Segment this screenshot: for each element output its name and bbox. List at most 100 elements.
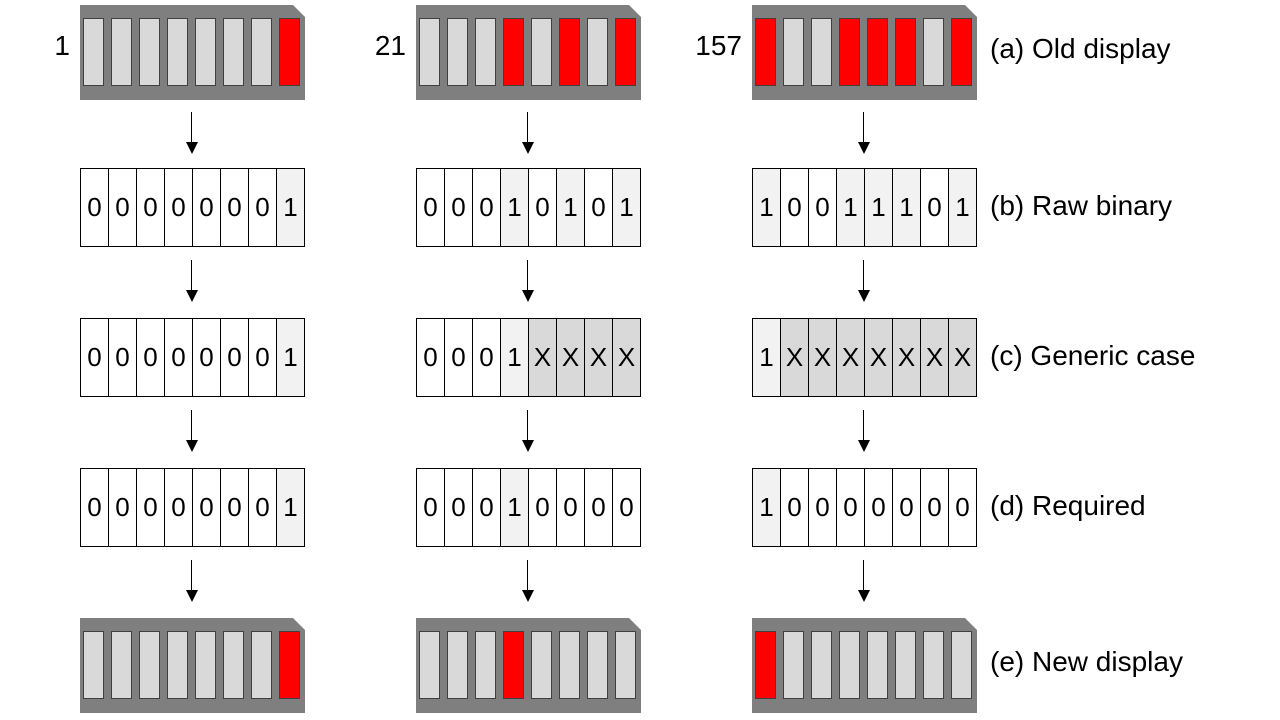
bit-cell: 1	[753, 169, 781, 246]
led-segment-off	[167, 631, 188, 699]
bit-cell: 1	[865, 169, 893, 246]
bit-cell: 1	[613, 169, 640, 246]
led-segment-off	[783, 18, 804, 86]
bit-cell: 0	[865, 469, 893, 546]
led-segment-off	[419, 631, 440, 699]
down-arrow-icon	[858, 410, 870, 454]
led-segment-off	[195, 631, 216, 699]
bit-cell: 0	[445, 169, 473, 246]
bit-cell: 0	[109, 319, 137, 396]
led-segment-on	[755, 18, 776, 86]
old-display-panel	[416, 5, 641, 100]
bit-cell: 0	[781, 169, 809, 246]
new-display-panel	[752, 618, 977, 713]
bit-cell: 0	[473, 169, 501, 246]
bit-cell: X	[613, 319, 640, 396]
down-arrow-icon	[522, 112, 534, 156]
down-arrow-icon	[186, 410, 198, 454]
bit-cell: 0	[109, 469, 137, 546]
bit-cell: X	[921, 319, 949, 396]
arrow-shaft	[863, 112, 864, 144]
arrow-head	[858, 142, 870, 154]
led-segment-off	[951, 631, 972, 699]
arrow-shaft	[527, 260, 528, 292]
led-segment-off	[167, 18, 188, 86]
arrow-shaft	[191, 410, 192, 442]
arrow-shaft	[527, 410, 528, 442]
led-segment-off	[251, 631, 272, 699]
bit-cell: 1	[277, 469, 304, 546]
bit-cell: 0	[557, 469, 585, 546]
led-segment-on	[503, 631, 524, 699]
arrow-head	[186, 290, 198, 302]
bit-cell: 0	[165, 319, 193, 396]
down-arrow-icon	[522, 260, 534, 304]
led-segment-on	[867, 18, 888, 86]
bit-cell: 1	[753, 469, 781, 546]
bit-cell: 0	[109, 169, 137, 246]
led-segment-off	[111, 631, 132, 699]
led-segment-on	[503, 18, 524, 86]
led-segment-on	[839, 18, 860, 86]
led-segment-off	[447, 631, 468, 699]
arrow-shaft	[191, 560, 192, 592]
arrow-shaft	[863, 260, 864, 292]
arrow-shaft	[527, 112, 528, 144]
bit-cell: 0	[585, 169, 613, 246]
bit-cell: 1	[753, 319, 781, 396]
bit-cell: 1	[277, 319, 304, 396]
bit-cell: 0	[473, 469, 501, 546]
bit-cell: X	[557, 319, 585, 396]
bit-cell: 0	[585, 469, 613, 546]
bit-cell: 1	[837, 169, 865, 246]
bit-cell: 0	[137, 169, 165, 246]
bit-cell: 0	[893, 469, 921, 546]
bit-cell: 0	[165, 169, 193, 246]
bit-cell: 1	[949, 169, 976, 246]
arrow-head	[858, 590, 870, 602]
row-label: (c) Generic case	[990, 340, 1196, 371]
bit-cell: 0	[921, 469, 949, 546]
led-segment-off	[447, 18, 468, 86]
decimal-value: 1	[54, 30, 70, 61]
bit-cell: 0	[81, 169, 109, 246]
arrow-head	[186, 590, 198, 602]
new-display-panel	[416, 618, 641, 713]
bit-cell: X	[949, 319, 976, 396]
led-segment-off	[223, 631, 244, 699]
bit-cell: 1	[501, 169, 529, 246]
down-arrow-icon	[186, 560, 198, 604]
led-segment-off	[475, 18, 496, 86]
bit-cell: 0	[193, 169, 221, 246]
arrow-shaft	[527, 560, 528, 592]
down-arrow-icon	[186, 112, 198, 156]
led-segment-off	[587, 18, 608, 86]
bit-cell: X	[529, 319, 557, 396]
led-segment-off	[83, 631, 104, 699]
led-segment-on	[615, 18, 636, 86]
new-display-panel	[80, 618, 305, 713]
bit-cell: 0	[613, 469, 640, 546]
bit-cell: 0	[445, 469, 473, 546]
bit-cell: 0	[921, 169, 949, 246]
led-segment-off	[783, 631, 804, 699]
bit-cell: 0	[221, 469, 249, 546]
led-segment-off	[475, 631, 496, 699]
bit-cell: 1	[893, 169, 921, 246]
bit-cell: 0	[949, 469, 976, 546]
led-segment-off	[251, 18, 272, 86]
bit-cell: X	[809, 319, 837, 396]
down-arrow-icon	[858, 112, 870, 156]
bit-cell: X	[865, 319, 893, 396]
led-segment-off	[839, 631, 860, 699]
bit-cell: 0	[137, 319, 165, 396]
bit-cell: 0	[249, 469, 277, 546]
led-segment-on	[279, 18, 300, 86]
